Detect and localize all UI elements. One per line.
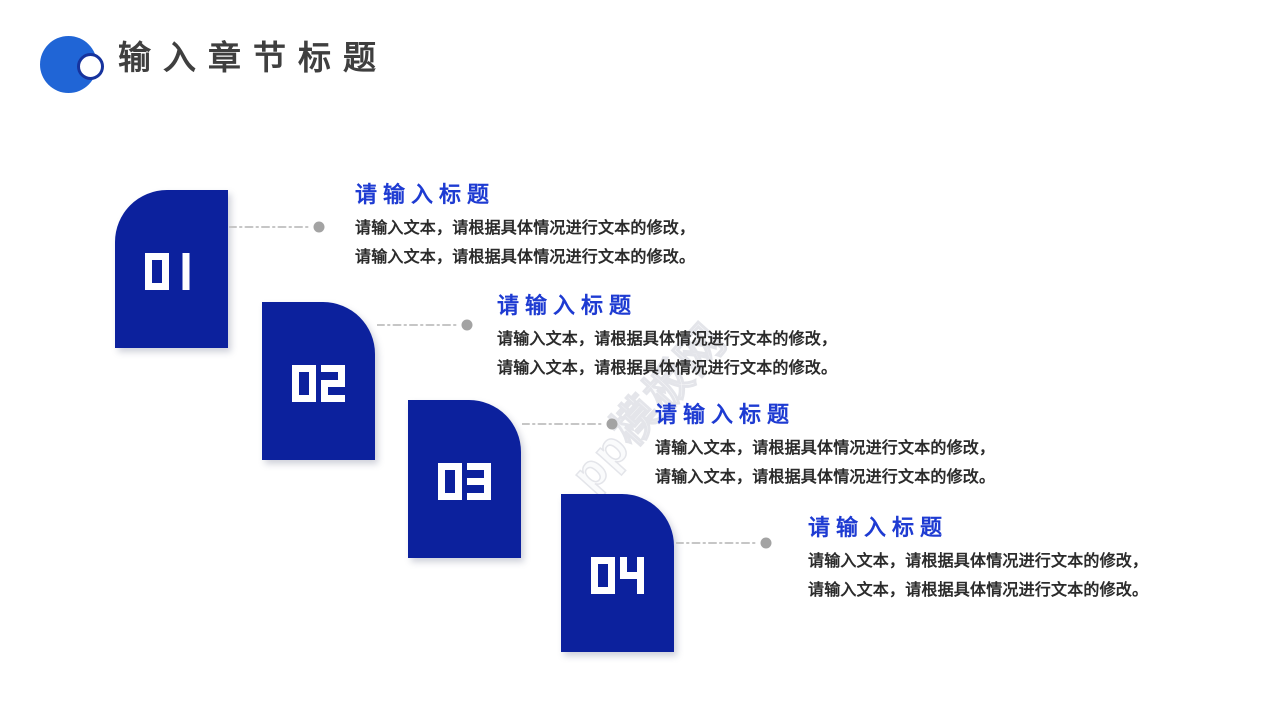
step-title-3: 请输入标题: [655, 402, 796, 427]
step-title-2: 请输入标题: [497, 293, 638, 318]
step-body-line2-2: 请输入文本，请根据具体情况进行文本的修改。: [497, 360, 838, 377]
connector-line-1: [229, 221, 325, 233]
step-body-line2-3: 请输入文本，请根据具体情况进行文本的修改。: [655, 469, 996, 486]
section-header-title: 输入章节标题: [118, 39, 388, 76]
step-textblock-4: 请输入标题 请输入文本，请根据具体情况进行文本的修改， 请输入文本，请根据具体情…: [808, 515, 1228, 605]
connector-line-3: [522, 418, 618, 430]
connector-end-dot: [461, 319, 473, 331]
header-ring-circle-icon: [77, 53, 104, 80]
step-title-4: 请输入标题: [808, 515, 949, 540]
step-body-line1-3: 请输入文本，请根据具体情况进行文本的修改，: [655, 440, 996, 457]
digit-glyph: [620, 557, 644, 594]
step-textblock-1: 请输入标题 请输入文本，请根据具体情况进行文本的修改， 请输入文本，请根据具体情…: [355, 182, 775, 272]
step-textblock-2: 请输入标题 请输入文本，请根据具体情况进行文本的修改， 请输入文本，请根据具体情…: [497, 293, 917, 383]
step-body-line2-1: 请输入文本，请根据具体情况进行文本的修改。: [355, 249, 696, 266]
step-number-1: [115, 190, 228, 348]
connector-end-dot: [313, 221, 325, 233]
step-body-line1-2: 请输入文本，请根据具体情况进行文本的修改，: [497, 331, 838, 348]
step-body-line1-4: 请输入文本，请根据具体情况进行文本的修改，: [808, 553, 1149, 570]
step-number-3: [408, 400, 521, 558]
step-shape-3: [408, 400, 521, 558]
connector-line-2: [377, 319, 473, 331]
digit-glyph: [321, 365, 345, 402]
digit-glyph: [591, 557, 615, 594]
step-shape-4: [561, 494, 674, 652]
digit-glyph: [182, 253, 190, 290]
step-body-line1-1: 请输入文本，请根据具体情况进行文本的修改，: [355, 220, 696, 237]
digit-glyph: [292, 365, 316, 402]
step-textblock-3: 请输入标题 请输入文本，请根据具体情况进行文本的修改， 请输入文本，请根据具体情…: [655, 402, 1075, 492]
connector-line-4: [676, 537, 772, 549]
step-number-4: [561, 494, 674, 652]
step-shape-2: [262, 302, 375, 460]
digit-glyph: [145, 253, 169, 290]
connector-end-dot: [760, 537, 772, 549]
digit-glyph: [467, 463, 491, 500]
digit-glyph: [438, 463, 462, 500]
step-number-2: [262, 302, 375, 460]
step-shape-1: [115, 190, 228, 348]
step-body-line2-4: 请输入文本，请根据具体情况进行文本的修改。: [808, 582, 1149, 599]
connector-end-dot: [606, 418, 618, 430]
step-title-1: 请输入标题: [355, 182, 496, 207]
